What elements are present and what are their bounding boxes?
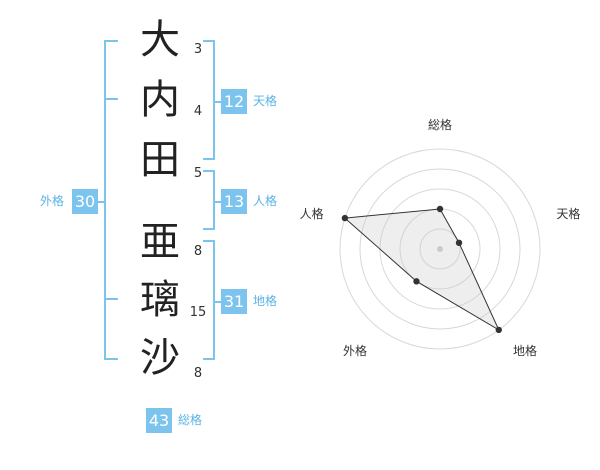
radar-ring [419,228,461,270]
stroke-count-3: 5 [193,166,203,181]
jinkaku-label: 人格 [253,194,278,208]
chikaku-label: 地格 [253,294,278,308]
radar-point-1 [436,205,444,213]
radar-ring [339,148,541,350]
gaikaku-connector [98,201,106,203]
radar-point-2 [455,239,463,247]
stroke-count-1: 3 [193,42,203,57]
chikaku-connector [213,301,221,303]
gaikaku-bracket-tick [104,98,118,100]
name-char-4: 亜 [140,219,180,265]
soukaku-value-box: 43 [146,408,172,433]
jinkaku-connector [213,201,221,203]
jinkaku-bracket [203,170,215,230]
gaikaku-label: 外格 [40,194,65,208]
name-char-5: 璃 [140,277,180,323]
name-char-6: 沙 [140,335,180,381]
radar-data-area [343,208,500,332]
radar-axis-label-2: 天格 [556,206,580,221]
tenkaku-connector [213,101,221,103]
radar-axis-label-4: 外格 [343,343,367,358]
stroke-count-2: 4 [193,104,203,119]
tenkaku-value-box: 12 [221,89,247,114]
name-char-3: 田 [140,137,180,183]
chikaku-value-box: 31 [221,289,247,314]
radar-ring [359,168,521,330]
gaikaku-bracket [104,40,118,360]
stroke-count-6: 8 [193,366,203,381]
tenkaku-label: 天格 [253,94,278,108]
soukaku-label: 総格 [178,413,203,427]
name-char-1: 大 [140,17,180,63]
radar-point-5 [341,214,349,222]
gaikaku-value-box: 30 [72,189,98,214]
jinkaku-value-box: 13 [221,189,247,214]
chikaku-bracket [203,240,215,360]
radar-axis-label-3: 地格 [513,343,537,358]
radar-axis-label-1: 総格 [428,117,452,132]
radar-center-dot [437,246,443,252]
radar-point-3 [495,326,502,334]
name-char-2: 内 [140,77,180,123]
stroke-count-5: 15 [189,305,207,320]
radar-point-4 [413,278,420,285]
gaikaku-bracket-tick [104,298,118,300]
tenkaku-bracket [203,40,215,160]
radar-axis-label-5: 人格 [300,206,324,221]
stroke-count-4: 8 [193,244,203,259]
